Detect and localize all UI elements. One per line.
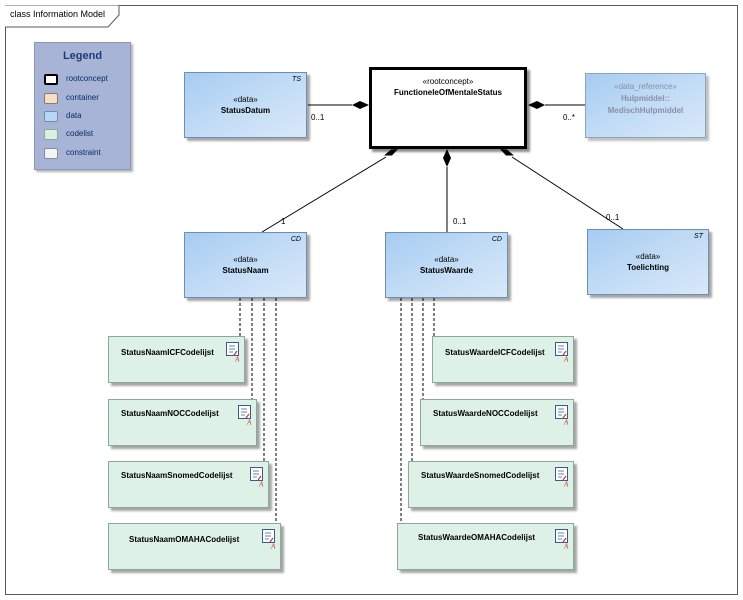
legend: Legend rootconcept container data codeli…	[34, 42, 131, 170]
stereotype-label: «data»	[233, 95, 258, 104]
datatype-tag: CD	[290, 236, 301, 243]
waarde-codelist-dependencies	[400, 298, 435, 523]
legend-swatch-container	[44, 93, 58, 104]
svg-text:A: A	[270, 543, 276, 550]
codelist-name: StatusNaamNOCCodelijst	[121, 409, 219, 418]
codelist-name: StatusNaamICFCodelijst	[121, 348, 214, 357]
assoc-line-toelichting	[511, 156, 624, 230]
legend-swatch-codelist	[44, 129, 58, 140]
datatype-tag: CD	[491, 236, 502, 243]
codelist-name: StatusWaardeSnomedCodelijst	[421, 471, 540, 480]
stereotype-label: «data»	[635, 252, 661, 261]
legend-label: constraint	[66, 148, 101, 157]
codelist-name: StatusNaamOMAHACodelijst	[129, 535, 240, 544]
svg-text:A: A	[563, 543, 569, 550]
legend-label: data	[66, 111, 82, 120]
class-functioneleofmentalestatus[interactable]: «rootconcept» FunctioneleOfMentaleStatus	[369, 67, 527, 149]
class-toelichting[interactable]: ST «data» Toelichting	[587, 229, 709, 295]
stereotype-label: «data»	[434, 255, 459, 264]
codelist-icon: A	[238, 405, 252, 425]
composition-diamond-statuswaarde	[443, 149, 451, 167]
codelist-icon: A	[250, 467, 264, 487]
class-statusdatum[interactable]: TS «data» StatusDatum	[184, 72, 307, 138]
class-name-line2: MedischHulpmiddel	[607, 106, 684, 115]
legend-swatch-constraint	[44, 148, 58, 159]
codelist-name: StatusWaardeOMAHACodelijst	[418, 533, 536, 542]
codelist-statuswaarde-omaha[interactable]: StatusWaardeOMAHACodelijst A	[397, 523, 574, 570]
codelist-icon: A	[555, 342, 569, 362]
codelist-name: StatusNaamSnomedCodelijst	[121, 471, 233, 480]
diagram-frame: class Information Model	[5, 5, 738, 595]
svg-text:A: A	[563, 356, 569, 363]
codelist-icon: A	[262, 529, 276, 549]
codelist-statuswaarde-snomed[interactable]: StatusWaardeSnomedCodelijst A	[408, 461, 574, 508]
composition-diamond-hulpmiddel	[528, 101, 545, 109]
stereotype-label: «data»	[233, 255, 258, 264]
class-statuswaarde[interactable]: CD «data» StatusWaarde	[385, 232, 508, 298]
class-name: StatusWaarde	[419, 266, 474, 275]
codelist-name: StatusWaardeICFCodelijst	[445, 348, 545, 357]
codelist-statusnaam-noc[interactable]: StatusNaamNOCCodelijst A	[108, 399, 257, 446]
class-name: Toelichting	[626, 263, 670, 272]
codelist-name: StatusWaardeNOCCodelijst	[433, 409, 538, 418]
codelist-statuswaarde-icf[interactable]: StatusWaardeICFCodelijst A	[432, 336, 574, 383]
stereotype-label: «rootconcept»	[422, 77, 474, 86]
svg-text:A: A	[258, 481, 264, 488]
class-name-line1: Hulpmiddel::	[621, 94, 670, 103]
frame-tab	[5, 5, 120, 28]
codelist-icon: A	[555, 529, 569, 549]
composition-diamond-statusnaam	[384, 149, 398, 156]
codelist-icon: A	[555, 405, 569, 425]
legend-swatch-rootconcept	[44, 74, 58, 85]
multiplicity-hulpmiddel: 0..*	[563, 113, 576, 122]
stereotype-label: «data_reference»	[614, 82, 677, 91]
codelist-icon: A	[226, 342, 240, 362]
legend-swatch-data	[44, 111, 58, 122]
naam-codelist-dependencies	[239, 298, 277, 523]
svg-text:A: A	[563, 419, 569, 426]
datatype-tag: ST	[694, 233, 703, 240]
frame-title: class Information Model	[10, 9, 106, 19]
class-name: StatusDatum	[220, 106, 271, 115]
codelist-statusnaam-omaha[interactable]: StatusNaamOMAHACodelijst A	[108, 523, 281, 570]
legend-label: rootconcept	[66, 74, 108, 83]
multiplicity-toelichting: 0..1	[606, 213, 620, 222]
class-hulpmiddel-reference[interactable]: «data_reference» Hulpmiddel:: MedischHul…	[585, 73, 706, 138]
frame-border	[5, 5, 738, 595]
multiplicity-statuswaarde: 0..1	[453, 217, 467, 226]
legend-title: Legend	[62, 50, 103, 62]
svg-text:A: A	[563, 481, 569, 488]
svg-text:A: A	[234, 356, 240, 363]
class-name: FunctioneleOfMentaleStatus	[393, 88, 502, 97]
svg-text:A: A	[246, 419, 252, 426]
composition-diamond-toelichting	[500, 149, 514, 156]
codelist-statusnaam-icf[interactable]: StatusNaamICFCodelijst A	[108, 336, 245, 383]
assoc-line-statusnaam	[261, 156, 387, 233]
multiplicity-statusdatum: 0..1	[311, 113, 325, 122]
multiplicity-statusnaam: 1	[281, 217, 286, 226]
composition-diamond-statusdatum	[352, 101, 369, 109]
codelist-statuswaarde-noc[interactable]: StatusWaardeNOCCodelijst A	[420, 399, 574, 446]
class-statusnaam[interactable]: CD «data» StatusNaam	[184, 232, 307, 298]
class-name: StatusNaam	[222, 266, 269, 275]
codelist-statusnaam-snomed[interactable]: StatusNaamSnomedCodelijst A	[108, 461, 269, 508]
legend-label: codelist	[66, 129, 94, 138]
codelist-icon: A	[555, 467, 569, 487]
datatype-tag: TS	[292, 76, 301, 83]
legend-label: container	[66, 93, 99, 102]
